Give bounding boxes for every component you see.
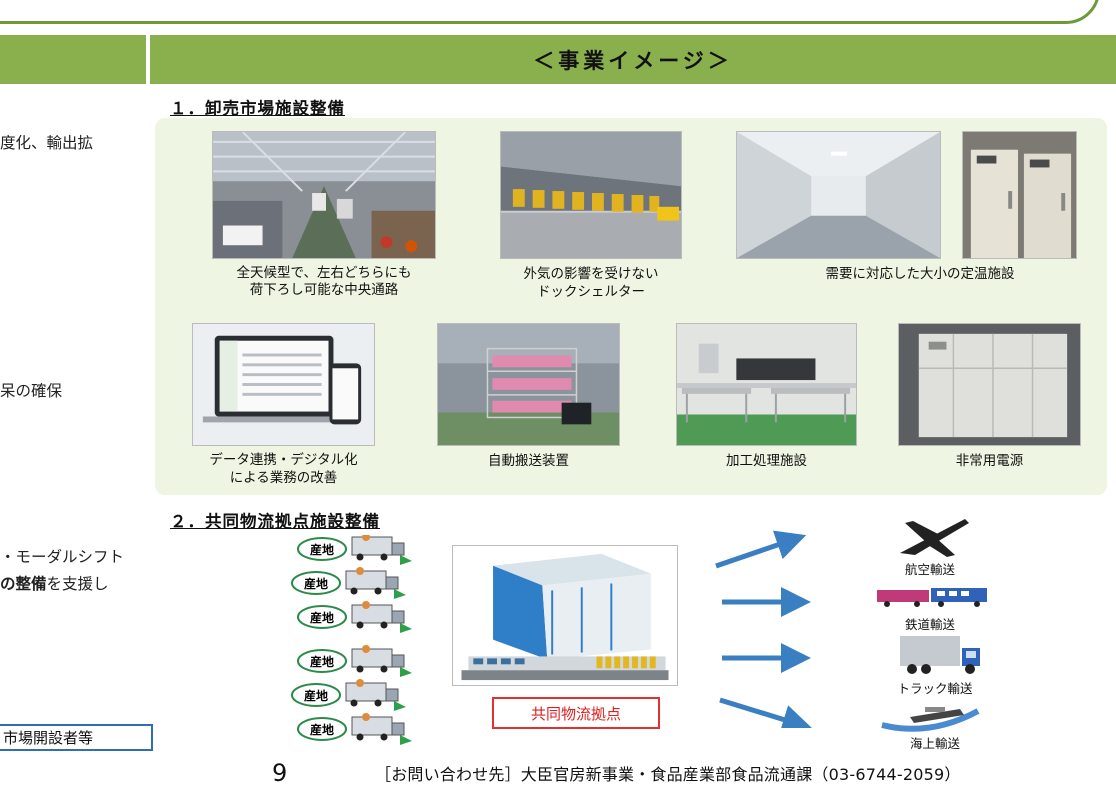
caption-central-aisle-2: 荷下ろし可能な中央通路 — [249, 282, 399, 298]
section-2-title: ２．共同物流拠点施設整備 — [170, 512, 380, 531]
caption-dock-shelter-2: ドックシェルター — [537, 284, 645, 300]
left-text-line-4: の整備を支援し — [0, 572, 109, 594]
truck-transport-label: トラック輸送 — [897, 681, 973, 696]
airplane-icon — [900, 519, 969, 557]
photo-dock-shelter — [500, 131, 682, 259]
section-1-title: １．卸売市場施設整備 — [170, 99, 345, 118]
origin-truck: 産地 — [297, 645, 412, 677]
origin-truck: 産地 — [297, 713, 412, 745]
page-number: 9 — [272, 759, 288, 787]
sea-transport-label: 海上輸送 — [909, 736, 960, 751]
origin-label: 産地 — [310, 654, 334, 669]
origin-label: 産地 — [310, 722, 334, 737]
dispatch-arrows — [715, 530, 812, 728]
photo-digital-devices — [192, 323, 375, 446]
caption-central-aisle-1: 全天候型で、左右どちらにも — [236, 265, 412, 281]
origin-label: 産地 — [304, 688, 328, 703]
caption-emergency-power: 非常用電源 — [955, 453, 1024, 469]
air-transport-label: 航空輸送 — [904, 562, 955, 577]
caption-automated-transport: 自動搬送装置 — [488, 453, 569, 469]
photo-emergency-power — [898, 323, 1081, 446]
caption-processing: 加工処理施設 — [726, 453, 807, 469]
caption-digital-1: データ連携・デジタル化 — [209, 452, 358, 468]
contact-info: ［お問い合わせ先］大臣官房新事業・食品産業部食品流通課（03-6744-2059… — [375, 765, 961, 784]
top-banner — [0, 0, 1100, 24]
caption-digital-2: による業務の改善 — [229, 470, 338, 486]
photo-cold-room-large — [736, 131, 941, 259]
left-text-line-2: 呆の確保 — [0, 382, 63, 400]
train-icon — [877, 588, 987, 607]
origin-truck: 産地 — [291, 679, 406, 711]
left-text-bold: の整備 — [0, 575, 47, 593]
photo-processing-facility — [676, 323, 857, 446]
origin-truck: 産地 — [297, 601, 412, 633]
left-text-line-3: ・モーダルシフト — [0, 548, 125, 566]
origin-truck: 産地 — [291, 567, 406, 599]
origin-label: 産地 — [304, 576, 328, 591]
photo-central-aisle — [212, 131, 436, 259]
photo-cold-room-small — [962, 131, 1077, 259]
caption-dock-shelter-1: 外気の影響を受けない — [523, 266, 659, 282]
origin-label: 産地 — [310, 542, 334, 557]
left-text-rest: を支援し — [46, 575, 109, 593]
photo-automated-transport — [437, 323, 620, 446]
origin-label: 産地 — [310, 610, 334, 625]
truck-icon — [900, 636, 980, 674]
caption-cold-rooms: 需要に対応した大小の定温施設 — [825, 266, 1015, 282]
logistics-hub-illustration — [452, 545, 678, 686]
logistics-hub-label: 共同物流拠点 — [492, 697, 660, 729]
left-text-line-1: 度化、輸出拡 — [0, 134, 94, 152]
rail-transport-label: 鉄道輸送 — [904, 617, 955, 632]
ship-icon — [881, 707, 980, 732]
origin-truck: 産地 — [297, 535, 412, 565]
market-operator-box: 市場開設者等 — [0, 724, 153, 751]
left-column-header — [0, 35, 146, 84]
business-image-header: ＜事業イメージ＞ — [150, 35, 1116, 84]
